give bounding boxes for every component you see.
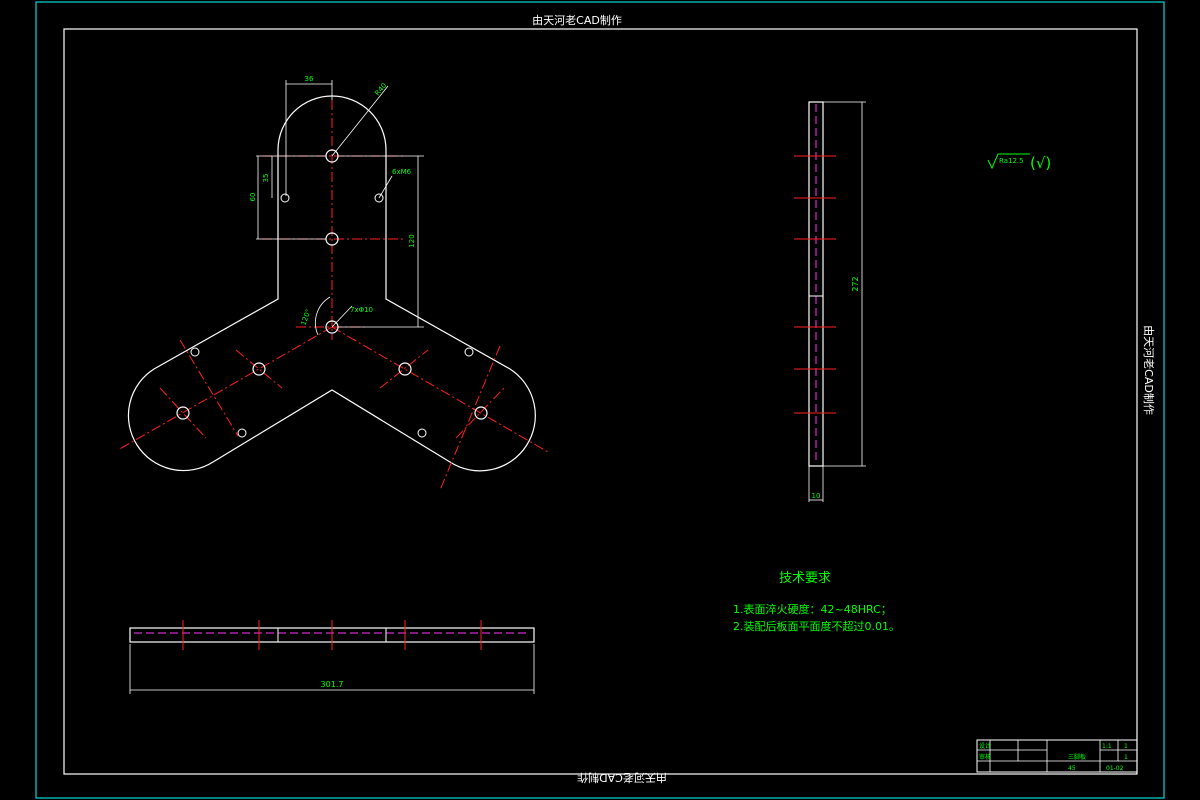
inner-frame	[63, 28, 1138, 775]
roughness-mark-icon	[987, 153, 1030, 170]
bottom-view-dim	[129, 644, 535, 694]
leader-holes	[331, 305, 353, 328]
hole-right-mid	[398, 362, 412, 376]
hole-left-end	[176, 406, 190, 420]
title-block-texts: 设计 审核 三脚板 45 1:1 1 1 01-02	[979, 742, 1128, 772]
centerlines	[117, 100, 549, 491]
tb-label-check: 审核	[979, 753, 991, 761]
dim-text-120: 120	[408, 234, 416, 247]
tb-drawing-no: 01-02	[1106, 765, 1124, 772]
angle-arc	[314, 296, 331, 336]
front-view: 36 R40 35 60 6xM6 120 7xΦ10 120°	[117, 75, 549, 491]
threaded-holes	[190, 193, 474, 438]
dim-text-radius: R40	[373, 82, 388, 98]
leader-radius	[331, 85, 389, 157]
tech-requirements: 技术要求 1.表面淬火硬度：42~48HRC； 2.装配后板面平面度不超过0.0…	[733, 571, 900, 633]
tb-scale: 1:1	[1102, 743, 1112, 750]
centerline-right-arm	[331, 326, 549, 453]
centerline-right-bolt	[439, 345, 501, 491]
dim-text-36: 36	[305, 75, 314, 83]
thread-hole-3	[190, 347, 200, 357]
side-view: 272 10	[794, 101, 866, 502]
plate-outline	[127, 95, 536, 472]
dim-text-10: 10	[812, 492, 821, 500]
leader-thread	[378, 175, 393, 199]
hole-right-end	[474, 406, 488, 420]
roughness-check: (√)	[1030, 154, 1051, 172]
outer-frame	[35, 1, 1165, 799]
title-block-grid	[977, 740, 1137, 772]
dim-text-35: 35	[262, 174, 270, 183]
centerline-left-end	[159, 387, 207, 439]
thread-hole-2	[374, 193, 384, 203]
centerline-left-bolt	[179, 339, 239, 437]
thread-hole-6	[417, 428, 427, 438]
tb-sheet: 1	[1124, 743, 1128, 750]
centerline-right-end	[455, 387, 505, 439]
dim-text-thread: 6xM6	[392, 168, 412, 176]
hole-left-mid	[252, 362, 266, 376]
tb-material: 45	[1068, 765, 1076, 772]
dim-text-holes: 7xΦ10	[350, 306, 373, 314]
watermark-top: 由天河老CAD制作	[532, 13, 622, 27]
dimension-lines	[256, 80, 424, 336]
bottom-view-centerlines	[182, 620, 482, 650]
centerline-left-mid	[235, 349, 283, 389]
tb-label-design: 设计	[979, 742, 991, 750]
dimension-texts: 36 R40 35 60 6xM6 120 7xΦ10 120°	[249, 75, 416, 327]
roughness-symbol: Ra12.5 (√)	[987, 153, 1051, 172]
side-view-centerlines	[794, 155, 836, 414]
centerline-left-arm	[117, 326, 333, 451]
centerline-right-mid	[379, 349, 429, 389]
bottom-view-edges	[277, 628, 387, 642]
watermark-right: 由天河老CAD制作	[1142, 325, 1156, 415]
roughness-value: Ra12.5	[999, 157, 1024, 165]
side-view-outline	[808, 101, 824, 467]
dim-text-60: 60	[249, 193, 257, 202]
dim-text-angle: 120°	[299, 308, 312, 327]
thread-hole-4	[464, 347, 474, 357]
thread-hole-5	[237, 428, 247, 438]
bottom-view: 301.7	[129, 620, 535, 694]
tb-part-name: 三脚板	[1068, 753, 1086, 761]
tech-title: 技术要求	[779, 571, 831, 586]
watermark-bottom: 由天河老CAD制作	[577, 771, 667, 785]
title-block-frame	[976, 739, 1138, 773]
tb-sheet-total: 1	[1124, 754, 1128, 761]
tech-line-2: 2.装配后板面平面度不超过0.01。	[733, 619, 900, 633]
thread-hole-1	[280, 193, 290, 203]
side-view-dims	[808, 101, 866, 502]
dim-text-272: 272	[851, 276, 860, 291]
tech-line-1: 1.表面淬火硬度：42~48HRC；	[733, 602, 892, 616]
title-block: 设计 审核 三脚板 45 1:1 1 1 01-02	[976, 739, 1138, 773]
dim-text-301: 301.7	[321, 680, 344, 689]
